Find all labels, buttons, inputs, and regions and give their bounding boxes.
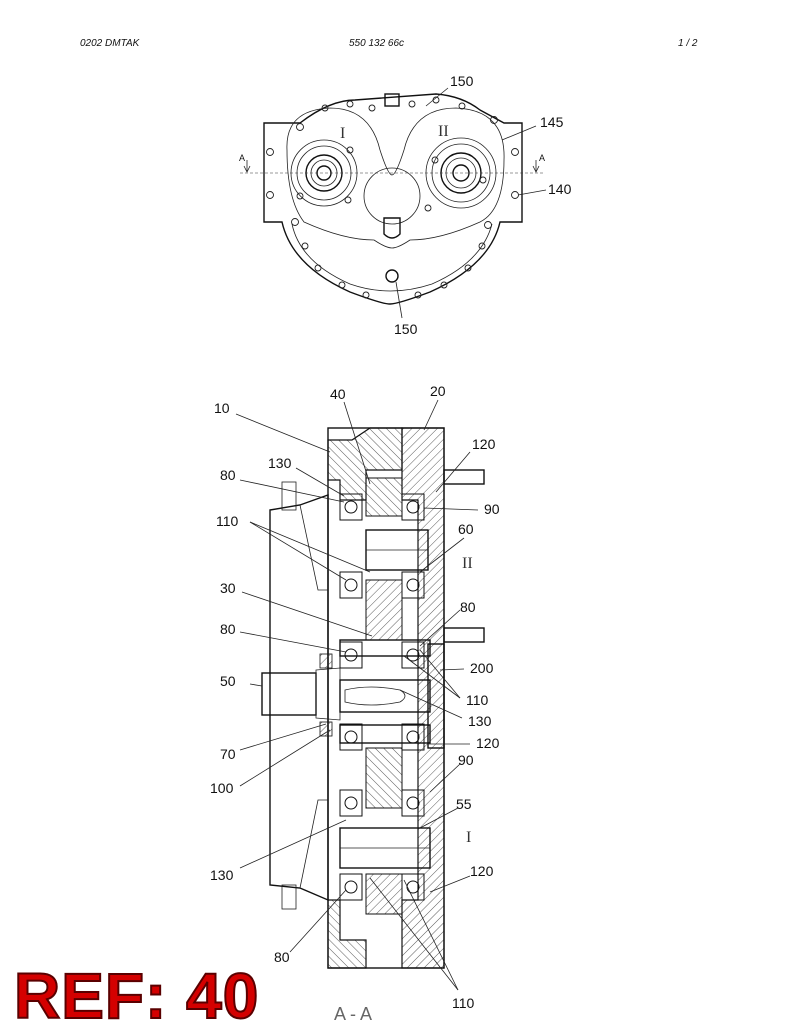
label-70: 70 — [220, 746, 236, 762]
roman-ii-section: II — [462, 555, 473, 572]
label-10: 10 — [214, 400, 230, 416]
section-marker-left: A — [239, 153, 245, 163]
center-bore — [363, 167, 421, 225]
label-80-lower: 80 — [274, 949, 290, 965]
label-130-top: 130 — [268, 455, 292, 471]
label-130-mid: 130 — [468, 713, 492, 729]
label-200: 200 — [470, 660, 494, 676]
label-110-mid: 110 — [466, 692, 489, 708]
label-55: 55 — [456, 796, 472, 812]
label-100: 100 — [210, 780, 234, 796]
label-20: 20 — [430, 383, 446, 399]
label-120-top: 120 — [472, 436, 496, 452]
label-145: 145 — [540, 114, 564, 130]
gear-shaft-stack — [339, 477, 431, 915]
label-90-top: 90 — [484, 501, 500, 517]
label-60: 60 — [458, 521, 474, 537]
label-110-top: 110 — [216, 513, 239, 529]
header-page-number: 1 / 2 — [678, 38, 698, 49]
label-80-top: 80 — [220, 467, 236, 483]
bearings — [339, 493, 425, 901]
roman-i-section: I — [466, 829, 471, 846]
label-150-top: 150 — [450, 73, 474, 89]
roman-i-top: I — [340, 125, 345, 142]
label-110-lower: 110 — [452, 995, 475, 1011]
bolt-holes — [266, 96, 519, 299]
top-view-drawing — [240, 87, 547, 319]
roman-ii-top: II — [438, 123, 449, 140]
label-120-mid: 120 — [476, 735, 500, 751]
ref-badge: REF: 40 — [13, 960, 260, 1032]
label-50: 50 — [220, 673, 236, 689]
section-view-drawing — [235, 399, 485, 991]
section-marker-right: A — [539, 153, 545, 163]
header-document-code: 0202 DMTAK — [80, 38, 140, 49]
right-shaft-circle — [425, 137, 497, 209]
label-130-lower: 130 — [210, 867, 234, 883]
label-120-lower: 120 — [470, 863, 494, 879]
header-patent-number: 550 132 66c — [349, 38, 405, 49]
label-80-mid: 80 — [220, 621, 236, 637]
label-40: 40 — [330, 386, 346, 402]
label-80-right: 80 — [460, 599, 476, 615]
label-150-bottom: 150 — [394, 321, 418, 337]
label-30: 30 — [220, 580, 236, 596]
label-140: 140 — [548, 181, 572, 197]
label-90-lower: 90 — [458, 752, 474, 768]
section-title: A - A — [334, 1004, 372, 1024]
